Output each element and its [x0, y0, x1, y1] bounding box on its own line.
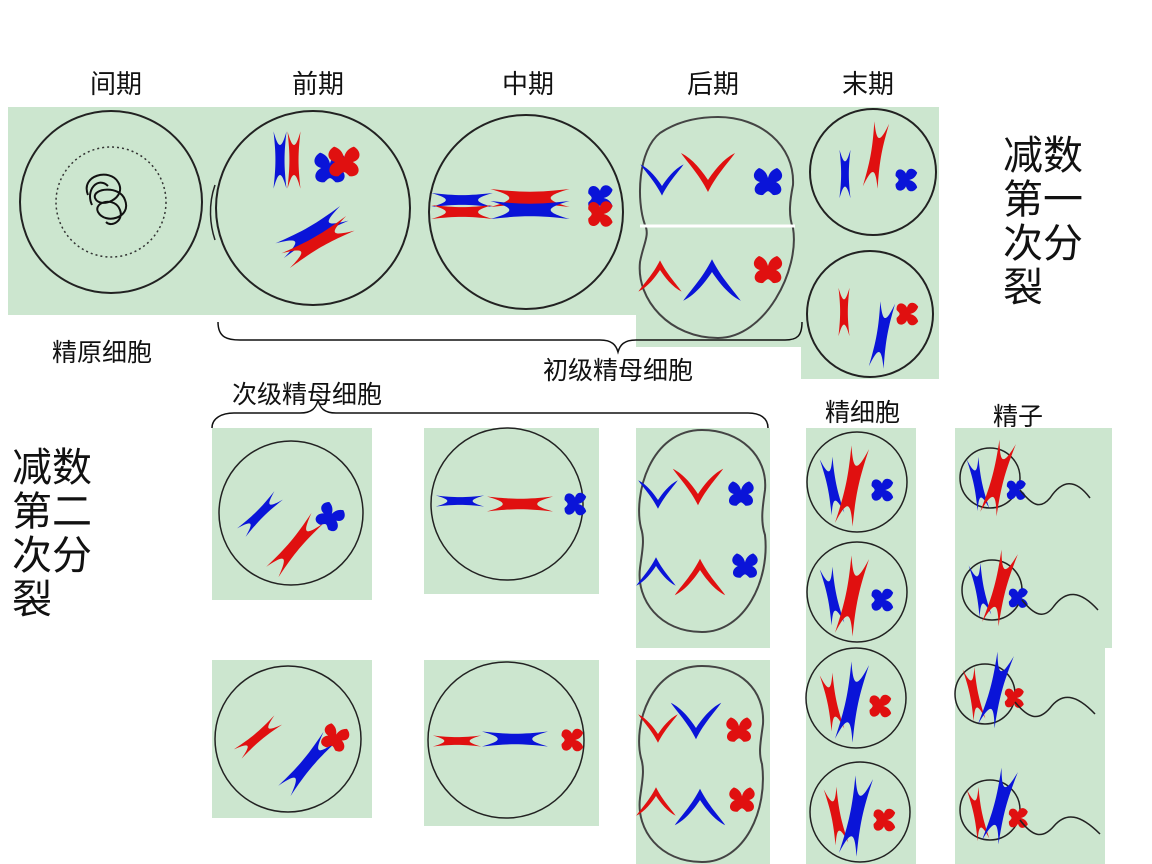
meiosis-2-line-2: 第二 [12, 489, 92, 535]
meiosis-2-line-4: 裂 [12, 577, 52, 623]
label-meiosis-1: 减数 第一 次分 裂 [1003, 134, 1093, 310]
secondary-spermatocyte-brace [211, 399, 769, 429]
m2-prophase-cell-top [218, 440, 364, 586]
m2-anaphase-cell-top [636, 428, 767, 634]
m2-prophase-cell-bottom [214, 665, 362, 813]
anaphase-cell [638, 115, 795, 340]
telophase-cells [806, 108, 937, 378]
panel-m2-prophase-bottom [212, 660, 372, 818]
label-telophase: 末期 [842, 70, 895, 100]
panel-m2-prophase-top [212, 428, 372, 600]
sperm-cells [954, 439, 1101, 845]
label-meiosis-2: 减数 第二 次分 裂 [12, 446, 102, 622]
panel-m2-anaphase-bottom [636, 660, 770, 864]
meiosis-1-line-1: 减数 [1003, 133, 1083, 179]
label-secondary-spermatocyte: 次级精母细胞 [232, 380, 383, 409]
meiosis-1-line-2: 第一 [1003, 177, 1083, 223]
meiosis-2-line-3: 次分 [12, 533, 92, 579]
m2-anaphase-cell-bottom [636, 664, 765, 864]
panel-telophase [801, 107, 939, 379]
label-primary-spermatocyte: 初级精母细胞 [543, 356, 694, 385]
panel-interphase [8, 107, 213, 315]
prophase-cell [209, 110, 411, 306]
label-prophase: 前期 [292, 70, 345, 100]
meiosis-1-line-3: 次分 [1003, 221, 1083, 267]
m2-metaphase-cell-top [430, 427, 587, 581]
label-interphase: 间期 [90, 70, 143, 100]
panel-spermatids [806, 428, 916, 864]
metaphase-cell [428, 114, 624, 310]
spermatid-cells [805, 431, 911, 863]
primary-spermatocyte-brace [217, 321, 803, 355]
interphase-cell [19, 110, 203, 294]
meiosis-1-line-4: 裂 [1003, 265, 1043, 311]
meiosis-2-line-1: 减数 [12, 445, 92, 491]
label-anaphase: 后期 [687, 70, 740, 100]
label-metaphase: 中期 [502, 70, 555, 100]
label-spermatid: 精细胞 [825, 398, 901, 427]
label-spermatogonium: 精原细胞 [52, 338, 153, 367]
label-sperm: 精子 [993, 402, 1044, 431]
panel-m2-anaphase-top [636, 428, 770, 648]
m2-metaphase-cell-bottom [427, 661, 585, 819]
